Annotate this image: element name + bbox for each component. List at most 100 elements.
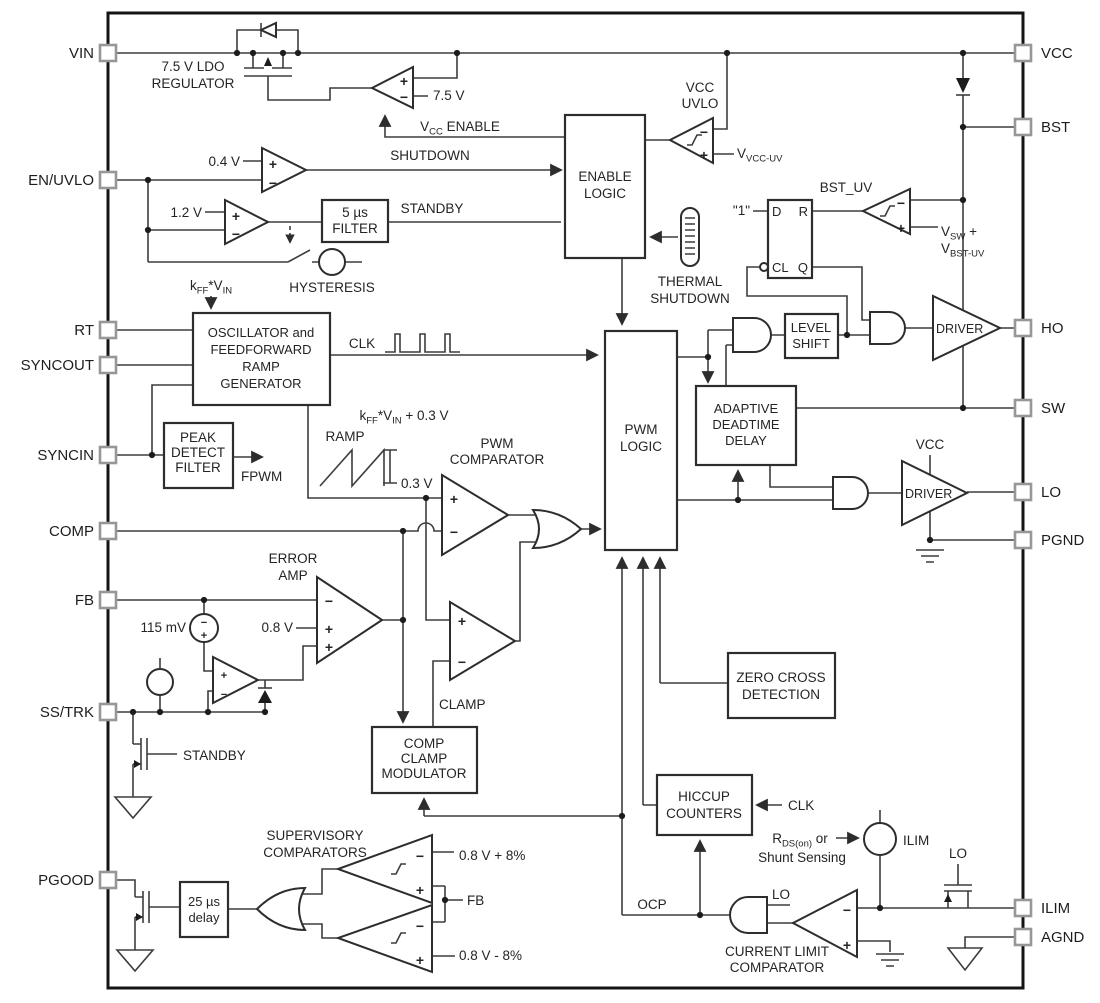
pin-ilim xyxy=(1013,898,1033,918)
fb-signal-label: FB xyxy=(467,893,484,908)
supl-minus: − xyxy=(416,918,424,934)
ldo-amp-minus: − xyxy=(400,89,408,105)
comp-clamp-label2: CLAMP xyxy=(401,751,448,766)
vsw-s1: SW xyxy=(950,232,965,243)
pin-ss-trk xyxy=(98,702,118,722)
erramp-plus: + xyxy=(325,621,333,637)
supu-minus: − xyxy=(416,848,424,864)
supervisory-comparator-lower: − + xyxy=(335,903,433,974)
wires-en-uvlo xyxy=(116,160,561,267)
bypass-diode xyxy=(258,21,277,39)
erramp-minus: − xyxy=(325,593,333,609)
current-limit-comparator: − + xyxy=(790,888,858,959)
vbst-s1: BST-UV xyxy=(950,249,985,260)
shutdown-label: SHUTDOWN xyxy=(390,148,470,163)
kff03-p3: + 0.3 V xyxy=(402,408,449,423)
cl-minus: − xyxy=(843,902,851,918)
driver-ho-label: DRIVER xyxy=(936,322,983,336)
enable-logic-label: ENABLE xyxy=(578,169,631,184)
and-gate-lo xyxy=(832,476,869,510)
pin-lo-label: LO xyxy=(1041,484,1061,501)
ref-115mv-label: 115 mV xyxy=(140,620,186,635)
clamp-label: CLAMP xyxy=(439,697,486,712)
pin-comp-label: COMP xyxy=(49,523,94,540)
pass-fet-arrow xyxy=(264,57,272,66)
ref-0v8m8-label: 0.8 V - 8% xyxy=(459,948,522,963)
fpwm-label: FPWM xyxy=(241,469,282,484)
thermal-label: THERMAL xyxy=(658,274,723,289)
vcc-enable-p1: V xyxy=(420,119,429,134)
driver-vcc-label: VCC xyxy=(916,437,945,452)
vsw-label: VSW + xyxy=(941,224,977,243)
peak-detect-label: PEAK xyxy=(180,430,216,445)
peak-detect-block xyxy=(162,421,235,490)
ldo-amp-plus: + xyxy=(400,73,408,89)
pin-sw-label: SW xyxy=(1041,400,1066,417)
ssamp-minus: − xyxy=(221,689,227,701)
pwm-logic-label2: LOGIC xyxy=(620,439,662,454)
pin-agnd-label: AGND xyxy=(1041,929,1085,946)
pin-fb xyxy=(98,590,118,610)
hysteresis-icon xyxy=(880,205,895,217)
or-gate-pwm xyxy=(531,508,583,550)
pin-ho-label: HO xyxy=(1041,320,1064,337)
en04-plus: + xyxy=(269,156,277,172)
vvcc-uv-label: VVCC-UV xyxy=(737,146,783,165)
ref-0v8-label: 0.8 V xyxy=(261,620,293,635)
vccuvlo-minus: − xyxy=(700,124,708,140)
clampcomp-minus: − xyxy=(458,654,466,670)
pins-right: VCC BST HO SW LO PGND ILIM AGND xyxy=(1013,43,1085,947)
pgood-fet-arrow xyxy=(136,913,143,921)
comp-clamp-label3: MODULATOR xyxy=(381,766,466,781)
wires-ho-path xyxy=(677,327,1015,409)
pin-fb-label: FB xyxy=(75,592,94,609)
and-gate-ho-2 xyxy=(869,311,906,345)
rds-s1: DS(on) xyxy=(782,839,812,850)
pin-bst xyxy=(1013,117,1033,137)
pin-pgood xyxy=(98,870,118,890)
wires-pgood xyxy=(115,851,463,973)
ilim-current-source xyxy=(863,822,897,856)
zero-cross-block xyxy=(726,651,837,720)
hiccup-label: HICCUP xyxy=(678,789,730,804)
pwmcomp-minus: − xyxy=(450,524,458,540)
hiccup-label2: COUNTERS xyxy=(666,806,742,821)
comp-clamp-block xyxy=(370,725,479,795)
hiccup-block xyxy=(655,773,754,837)
en12-plus: + xyxy=(232,208,240,224)
supu-plus: + xyxy=(416,882,424,898)
en-comparator-12: + − xyxy=(224,198,271,246)
bst-uv-label: BST_UV xyxy=(820,180,873,195)
kff-s1: FF xyxy=(197,286,209,297)
ss-clamp-amp: + − xyxy=(212,655,261,705)
supervisory-comparator-upper: − + xyxy=(335,833,433,905)
error-amp-label2: AMP xyxy=(278,568,307,583)
pwm-logic-block xyxy=(603,329,679,552)
wires-top-ldo xyxy=(116,29,1015,177)
wires-pwm-ramp xyxy=(116,405,602,727)
pin-comp xyxy=(98,521,118,541)
src115-plus: + xyxy=(201,630,207,642)
pin-vin-label: VIN xyxy=(69,45,94,62)
pin-ilim-label: ILIM xyxy=(1041,900,1070,917)
wires-lo-path xyxy=(677,455,1015,563)
pin-pgood-label: PGOOD xyxy=(38,872,94,889)
zero-cross-label2: DETECTION xyxy=(742,687,820,702)
supervisory-label2: COMPARATORS xyxy=(263,845,367,860)
adaptive-deadtime-label2: DEADTIME xyxy=(712,417,780,432)
rds-label: RDS(on) or xyxy=(772,831,828,850)
or-gate-pgood xyxy=(255,886,307,932)
pin-syncin xyxy=(98,445,118,465)
current-limit-label: CURRENT LIMIT xyxy=(725,944,829,959)
pin-vin xyxy=(98,43,118,63)
ss-clamp-diode xyxy=(258,687,272,703)
junction-dots xyxy=(129,49,967,919)
pin-syncout-label: SYNCOUT xyxy=(21,357,94,374)
clk-waveform-icon xyxy=(385,333,460,353)
pin-pgnd-label: PGND xyxy=(1041,532,1085,549)
adaptive-deadtime-label: ADAPTIVE xyxy=(714,401,779,416)
pwm-comparator: + − xyxy=(441,473,510,557)
oscillator-label2: FEEDFORWARD xyxy=(210,342,311,357)
